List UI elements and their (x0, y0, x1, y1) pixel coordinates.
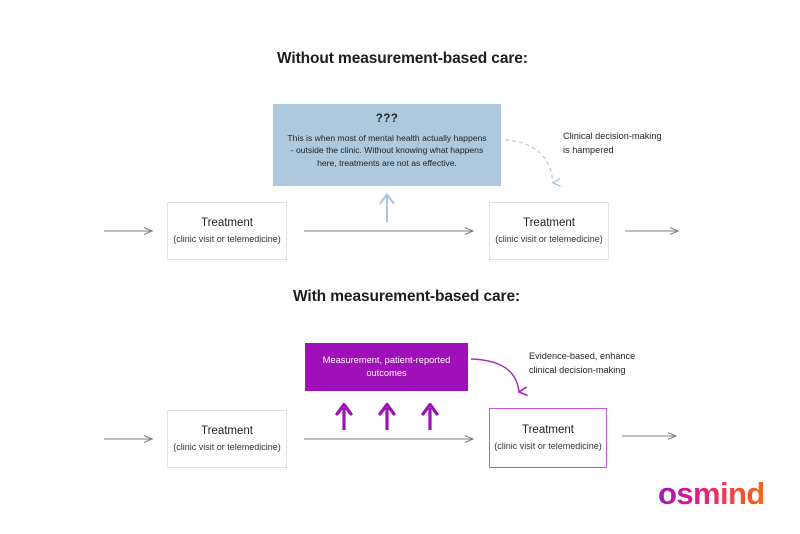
treatment-title: Treatment (201, 217, 253, 230)
treatment-title: Treatment (201, 425, 253, 438)
annotation-clinical-decision-hampered: Clinical decision-making is hampered (563, 131, 662, 155)
measurement-outcomes-callout: Measurement, patient-reported outcomes (305, 343, 468, 391)
treatment-subtitle: (clinic visit or telemedicine) (494, 440, 602, 451)
question-marks-label: ??? (375, 113, 399, 125)
blue-up-arrow (379, 193, 395, 222)
treatment-title: Treatment (523, 217, 575, 230)
purple-up-arrow-2 (378, 402, 396, 430)
unknown-period-description: This is when most of mental health actua… (287, 132, 487, 168)
treatment-subtitle: (clinic visit or telemedicine) (173, 233, 281, 244)
osmind-wordmark: osmind (658, 476, 765, 511)
treatment-box-with-first: Treatment (clinic visit or telemedicine) (167, 410, 287, 468)
treatment-box-with-second: Treatment (clinic visit or telemedicine) (489, 408, 607, 468)
unknown-period-callout: ??? This is when most of mental health a… (273, 104, 501, 186)
treatment-box-without-second: Treatment (clinic visit or telemedicine) (489, 202, 609, 260)
measurement-outcomes-label: Measurement, patient-reported outcomes (322, 354, 451, 378)
treatment-title: Treatment (522, 424, 574, 437)
section-title-with: With measurement-based care: (293, 288, 521, 305)
treatment-box-without-first: Treatment (clinic visit or telemedicine) (167, 202, 287, 260)
treatment-subtitle: (clinic visit or telemedicine) (495, 233, 603, 244)
purple-up-arrow-3 (421, 402, 439, 430)
dashed-curve-arrow-hampered (504, 139, 562, 187)
section-title-without: Without measurement-based care: (277, 50, 528, 67)
treatment-subtitle: (clinic visit or telemedicine) (173, 441, 281, 452)
osmind-logo: osmind (658, 477, 776, 511)
curve-arrow-evidence-based (470, 358, 528, 397)
annotation-evidence-based-enhance: Evidence-based, enhance clinical decisio… (529, 351, 636, 375)
purple-up-arrow-1 (335, 402, 353, 430)
